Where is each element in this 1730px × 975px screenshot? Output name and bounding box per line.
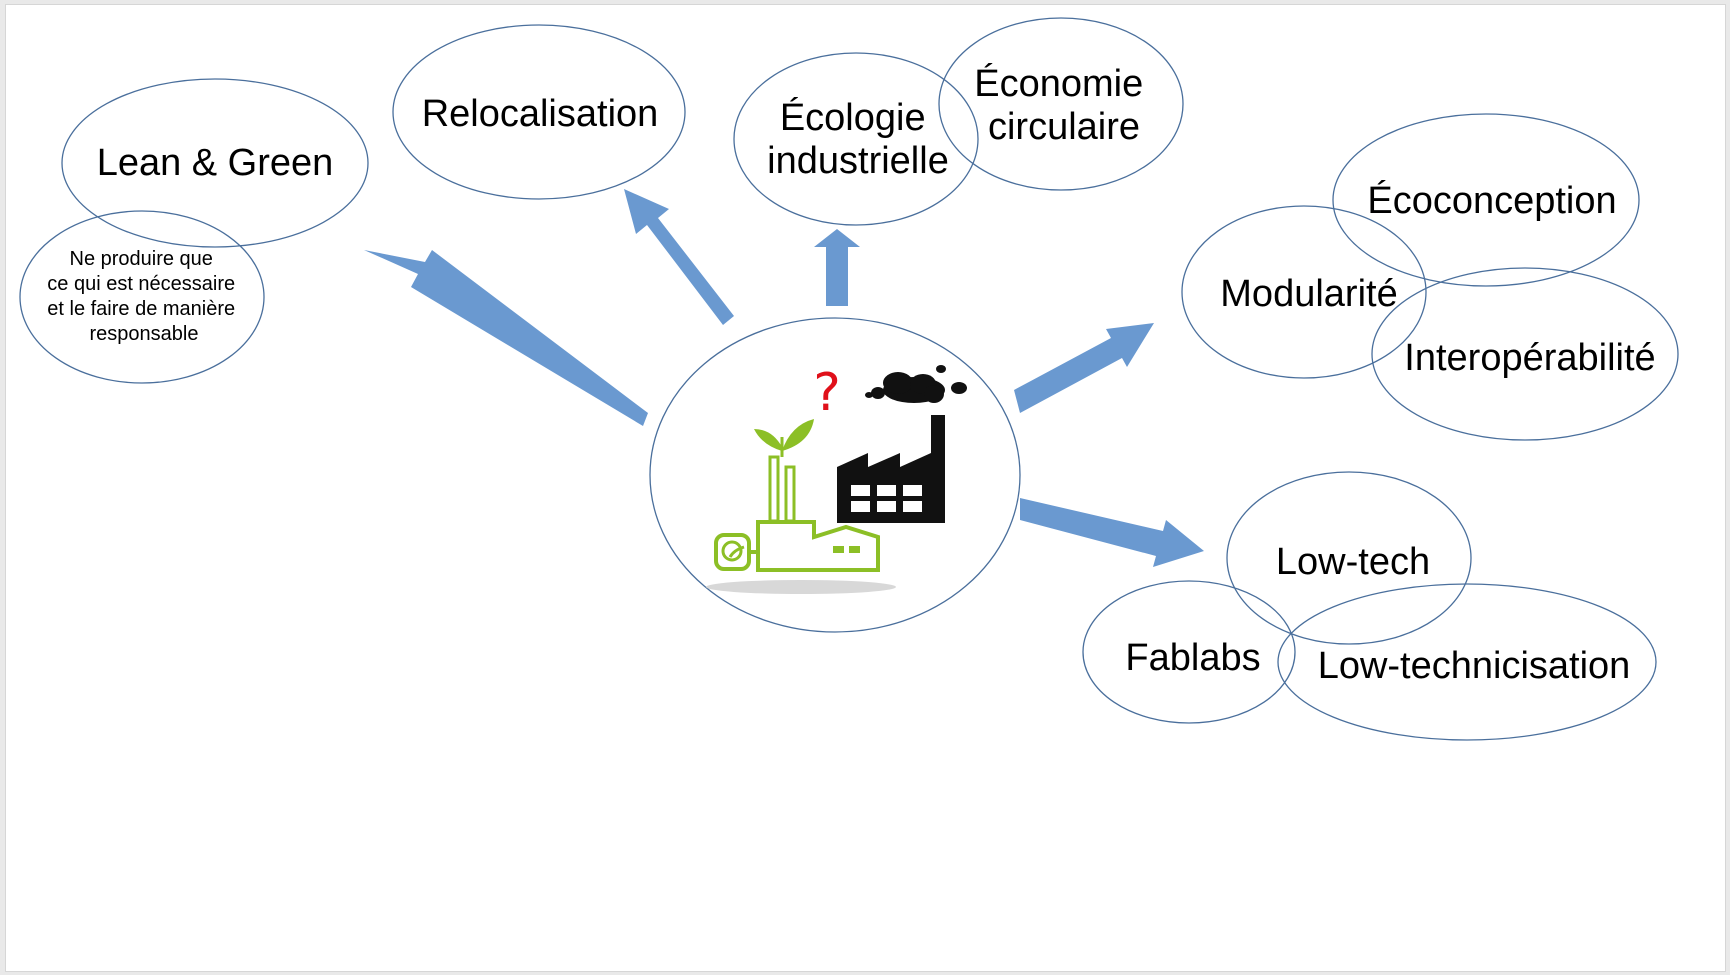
- green-factory-icon: [714, 419, 880, 572]
- node-modularite: [1181, 205, 1427, 379]
- label-interoperabilite: Interopérabilité: [1404, 337, 1655, 379]
- label-lean-green-note: Ne produire que ce qui est nécessaire et…: [47, 248, 240, 345]
- label-low-tech: Low-tech: [1276, 541, 1430, 583]
- node-interoperabilite: [1371, 267, 1679, 441]
- question-mark-icon: ?: [813, 363, 841, 423]
- arrow-to-low-tech: [1020, 498, 1204, 567]
- label-ecologie: Écologie industrielle: [767, 96, 949, 182]
- arrow-to-ecologie: [814, 229, 860, 306]
- label-fablabs: Fablabs: [1125, 637, 1260, 679]
- arrow-to-relocalisation: [624, 189, 734, 325]
- node-low-tech: [1226, 471, 1472, 645]
- label-low-technicisation: Low-technicisation: [1318, 645, 1631, 687]
- node-ecologie: [733, 52, 979, 226]
- node-center: [649, 317, 1021, 633]
- node-lean-green: [61, 78, 369, 248]
- node-economie: [938, 17, 1184, 191]
- node-relocalisation: [392, 24, 686, 200]
- black-factory-icon: [837, 365, 967, 523]
- label-economie: Économie circulaire: [974, 62, 1154, 148]
- node-low-technicisation: [1277, 583, 1657, 741]
- arrow-to-lean-green: [364, 250, 648, 426]
- node-lean-green-note: [19, 210, 265, 384]
- label-lean-green: Lean & Green: [97, 142, 334, 184]
- label-relocalisation: Relocalisation: [422, 93, 659, 135]
- shadow-shape: [706, 580, 896, 594]
- node-fablabs: [1082, 580, 1296, 724]
- label-modularite: Modularité: [1220, 273, 1397, 315]
- arrow-to-modularite: [1014, 323, 1154, 413]
- slide-canvas: Lean & Green Ne produire que ce qui est …: [5, 4, 1726, 972]
- node-ecoconception: [1332, 113, 1640, 287]
- factory-illustration: ?: [706, 363, 967, 594]
- label-ecoconception: Écoconception: [1367, 179, 1616, 222]
